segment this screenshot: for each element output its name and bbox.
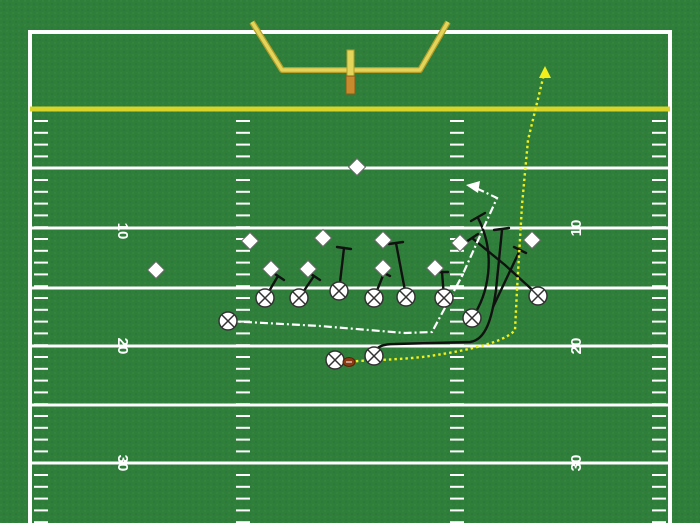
block-tee-wr-cross bbox=[464, 232, 480, 244]
circle-x-icon bbox=[289, 288, 309, 308]
yard-number-left-30: 30 bbox=[114, 455, 131, 472]
defender-diamond bbox=[146, 260, 166, 280]
circle-x-icon bbox=[462, 308, 482, 328]
yard-number-right-10: 10 bbox=[568, 220, 585, 237]
football-icon bbox=[342, 357, 356, 367]
defender-diamond bbox=[261, 259, 281, 279]
circle-x-icon bbox=[364, 346, 384, 366]
yard-number-left-10: 10 bbox=[114, 223, 131, 240]
circle-x-icon bbox=[364, 288, 384, 308]
circle-x-icon bbox=[528, 286, 548, 306]
circle-x-icon bbox=[325, 350, 345, 370]
defender-diamond bbox=[450, 233, 470, 253]
secondary-route bbox=[227, 187, 499, 335]
field-lines bbox=[28, 30, 672, 523]
circle-x-icon bbox=[396, 287, 416, 307]
hash-marks bbox=[34, 120, 666, 523]
defender-diamond bbox=[373, 230, 393, 250]
defender-diamond bbox=[347, 157, 367, 177]
circle-x-icon bbox=[255, 288, 275, 308]
circle-x-icon bbox=[329, 281, 349, 301]
defense bbox=[146, 157, 542, 280]
goalpost-icon bbox=[249, 20, 451, 95]
defender-diamond bbox=[373, 258, 393, 278]
block-route-t1 bbox=[394, 241, 408, 298]
yard-number-right-20: 20 bbox=[568, 338, 585, 355]
defender-diamond bbox=[425, 258, 445, 278]
block-tee-te bbox=[469, 211, 487, 223]
defender-diamond bbox=[240, 231, 260, 251]
primary-route-arrowhead bbox=[539, 66, 551, 78]
defender-diamond bbox=[313, 228, 333, 248]
block-route-wr2 bbox=[491, 248, 522, 309]
yard-number-right-30: 30 bbox=[568, 455, 585, 472]
block-tee-c bbox=[335, 245, 353, 251]
yard-number-left-20: 20 bbox=[114, 338, 131, 355]
block-tee-t1 bbox=[387, 240, 405, 246]
defender-diamond bbox=[298, 259, 318, 279]
offense bbox=[218, 281, 548, 370]
block-route-wr-cross bbox=[470, 236, 540, 297]
circle-x-icon bbox=[218, 311, 238, 331]
defender-diamond bbox=[522, 230, 542, 250]
circle-x-icon bbox=[434, 288, 454, 308]
block-tee-rb bbox=[492, 226, 511, 232]
secondary-route-arrowhead bbox=[466, 181, 480, 193]
